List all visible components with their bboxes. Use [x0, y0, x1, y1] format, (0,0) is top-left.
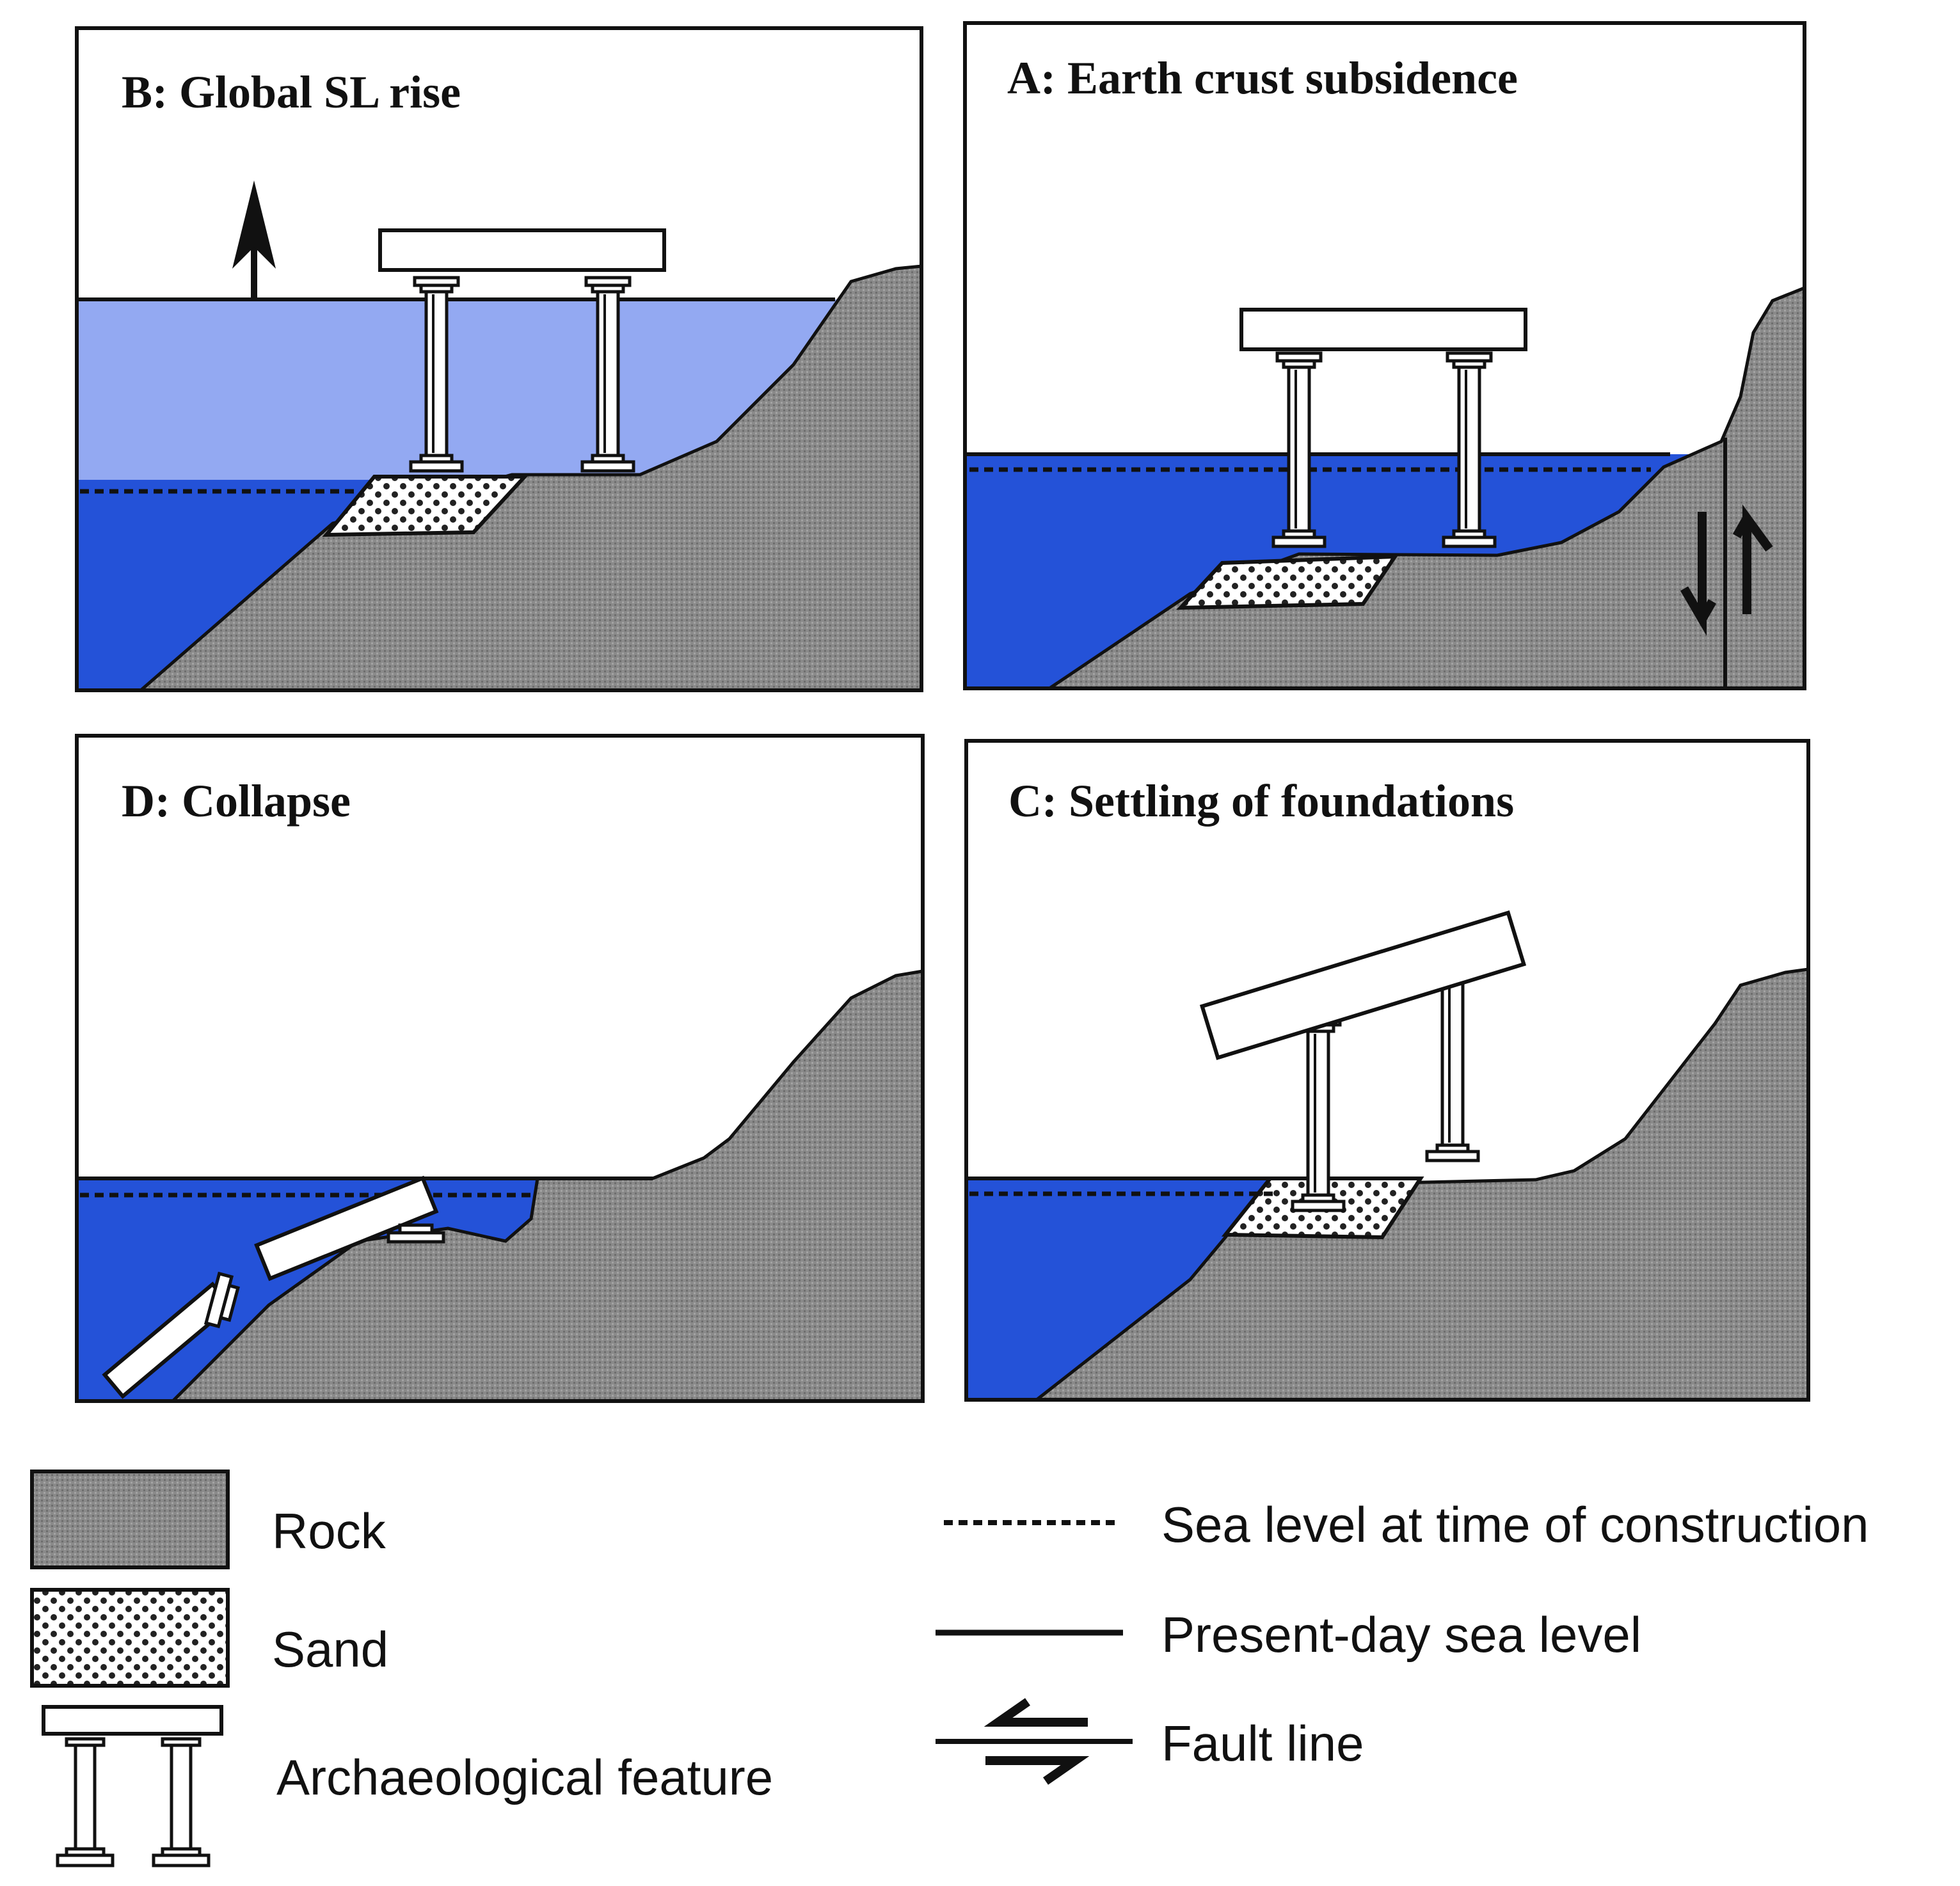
fault-down-arrow-icon [1680, 512, 1717, 636]
legend: Rock Sand Archaeological feature Sea lev… [30, 1470, 1869, 1867]
panel-d: D: Collapse [75, 734, 925, 1403]
legend-rock-label: Rock [272, 1503, 386, 1559]
legend-feature-label: Archaeological feature [276, 1749, 773, 1805]
lintel [1239, 308, 1527, 351]
panel-title: C: Settling of foundations [1008, 775, 1514, 827]
legend-sand-label: Sand [272, 1621, 388, 1677]
legend-sl-present-label: Present-day sea level [1161, 1606, 1641, 1663]
sand-deposit [1175, 554, 1399, 610]
legend-fault-icon [936, 1698, 1133, 1785]
panel-title: B: Global SL rise [122, 67, 461, 118]
fallen-column-capital [203, 1271, 240, 1329]
tilted-lintel [1199, 910, 1527, 1061]
panel-title: A: Earth crust subsidence [1007, 52, 1518, 104]
panel-title: D: Collapse [122, 775, 351, 827]
legend-sl-construction-label: Sea level at time of construction [1161, 1496, 1869, 1553]
lintel [378, 228, 666, 272]
rise-arrow-icon [232, 180, 276, 269]
fallen-lintel [254, 1175, 439, 1281]
panel-a: A: Earth crust subsidence [963, 21, 1806, 690]
legend-fault-label: Fault line [1161, 1715, 1364, 1771]
legend-rock-swatch [30, 1470, 230, 1569]
legend-feature-icon [42, 1705, 223, 1867]
panel-c: C: Settling of foundations [964, 739, 1810, 1402]
panel-b: B: Global SL rise [75, 26, 923, 692]
sand-deposit [322, 475, 529, 537]
fault-up-arrow-icon [1732, 504, 1773, 614]
legend-sand-swatch [30, 1588, 230, 1688]
column-base [386, 1231, 445, 1244]
